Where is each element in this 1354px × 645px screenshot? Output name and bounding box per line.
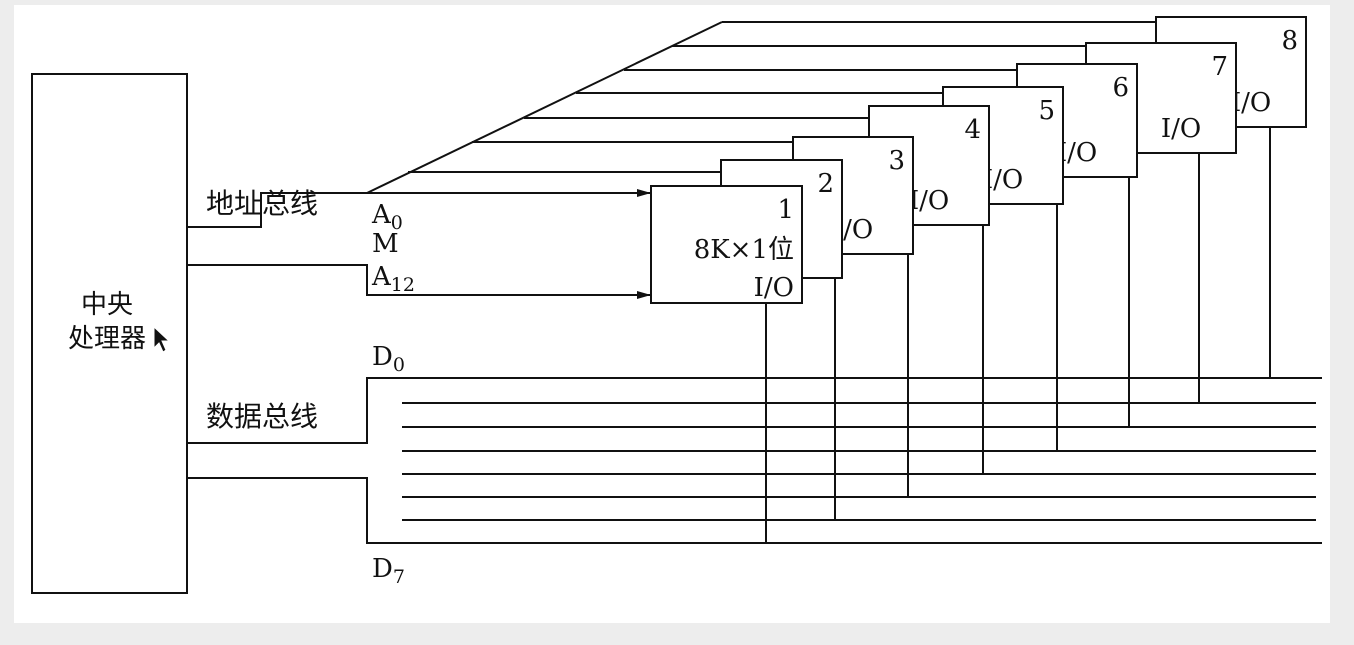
chip-number: 1 [777,195,794,225]
chip-number: 2 [817,169,834,199]
memory-chip-1: 1 8K×1位 I/O [650,185,803,304]
memory-chips: 8I/O7I/O6I/O5I/O4I/O3I/O2I/O18K×1位I/O [650,16,1307,304]
address-pin-a12: A12 [371,262,415,296]
chip-io-label: I/O [909,186,949,216]
chip-io-connections [765,127,1271,543]
chip-number: 6 [1112,73,1129,103]
data-pin-d7: D7 [372,554,405,588]
data-bus-wiring [187,377,1322,544]
data-pin-d0: D0 [372,342,405,376]
chip-io-label: I/O [754,273,794,303]
chip-capacity: 8K×1位 [694,235,794,265]
chip-number: 4 [964,115,981,145]
mouse-cursor-icon [153,325,171,353]
address-fan-lines [408,21,1156,173]
chip-io-label: I/O [1161,114,1201,144]
data-bus-label: 数据总线 [206,400,318,433]
chip-io-label: I/O [1231,88,1271,118]
chip-box [650,185,803,304]
address-bus-label: 地址总线 [206,187,318,220]
address-pin-mid: M [372,229,399,259]
memory-expansion-diagram: 中央 处理器 地址总线 A0 M A12 数据总线 D0 D7 8I/O7I/O… [31,16,1322,594]
chip-number: 3 [888,146,905,176]
cpu-label-line1: 中央 [81,290,133,320]
chip-number: 7 [1211,52,1228,82]
chip-number: 8 [1281,26,1298,56]
address-bus-wiring [187,21,723,299]
address-pin-a0: A0 [371,200,403,234]
chip-number: 5 [1038,96,1055,126]
data-bus-lines [402,402,1316,521]
cpu-label-line2: 处理器 [68,324,146,354]
